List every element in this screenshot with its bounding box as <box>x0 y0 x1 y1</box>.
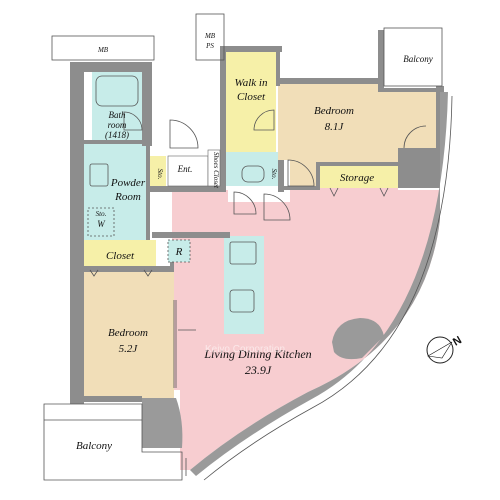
label-balcony-top: Balcony <box>403 54 433 64</box>
kitchen-hob <box>229 241 257 265</box>
refrigerator-box <box>167 239 191 263</box>
label-balcony-bottom: Balcony <box>76 440 112 452</box>
door-arc-bedroom <box>287 159 315 187</box>
label-closet: Closet <box>106 250 135 262</box>
label-sto-left: Sto. <box>156 169 164 180</box>
kitchen-island <box>224 236 264 334</box>
label-mb-ps-1: MB <box>204 32 216 40</box>
kitchen-sink <box>229 289 255 313</box>
door-arc-entrance <box>169 119 199 149</box>
mb-top-box <box>51 35 155 61</box>
toilet-floor <box>226 152 278 186</box>
label-ldk-2: 23.9J <box>245 363 272 377</box>
label-r-mark: R <box>175 246 183 258</box>
label-bath-1: Bath <box>109 110 126 120</box>
bathtub <box>95 75 139 107</box>
label-bedroom-main-1: Bedroom <box>314 105 354 117</box>
label-ent: Ent. <box>177 164 193 174</box>
label-bedroom-small-2: 5.2J <box>119 343 139 355</box>
label-powder-2: Room <box>114 191 141 203</box>
balcony-bottom <box>43 403 183 481</box>
sto-left-floor <box>150 156 166 190</box>
storage-floor <box>320 166 398 188</box>
label-bath-2: room <box>108 120 127 130</box>
closet-floor <box>84 240 156 270</box>
door-arc-walkin <box>253 109 275 131</box>
label-bedroom-small-1: Bedroom <box>108 327 148 339</box>
door-arc-toilet <box>233 191 257 215</box>
balcony-top <box>383 27 443 87</box>
compass <box>426 336 454 364</box>
label-walk-in-1: Walk in <box>235 77 268 89</box>
mb-ps-box <box>195 13 225 61</box>
label-storage: Storage <box>340 172 374 184</box>
watermark: Keiyo Corporation <box>205 344 285 355</box>
wash-basin <box>89 163 109 187</box>
label-mb-top: MB <box>97 46 109 54</box>
door-arc-bath <box>123 111 143 131</box>
label-bedroom-main-2: 8.1J <box>325 121 345 133</box>
label-shoes: Shoes Closet <box>212 152 220 189</box>
shoes-closet <box>207 149 221 187</box>
sliding-door-bedroom <box>173 300 196 388</box>
label-sto-small: Sto. <box>270 169 278 180</box>
label-walk-in-2: Closet <box>237 91 266 103</box>
bedroom-main-floor <box>278 82 440 188</box>
label-mb-ps-2: PS <box>205 42 214 50</box>
walk-in-closet-floor <box>226 50 276 152</box>
balcony-window-lines <box>44 419 187 476</box>
door-arc-balcony-top <box>403 125 427 149</box>
closet-fold-marks <box>89 187 389 277</box>
label-bath-3: (1418) <box>105 130 129 140</box>
label-ldk-1: Living Dining Kitchen <box>203 347 311 361</box>
label-sto-w-2: W <box>97 219 106 229</box>
round-column <box>332 318 384 360</box>
ldk-floor <box>172 188 440 470</box>
label-powder-1: Powder <box>110 177 146 189</box>
toilet <box>241 165 265 183</box>
door-arc-hall <box>263 193 291 221</box>
balcony-rail-curve <box>203 95 453 481</box>
powder-room-floor <box>84 144 150 240</box>
label-sto-w-1: Sto. <box>96 210 107 218</box>
bedroom-small-floor <box>84 272 174 398</box>
washer-box <box>87 207 115 237</box>
